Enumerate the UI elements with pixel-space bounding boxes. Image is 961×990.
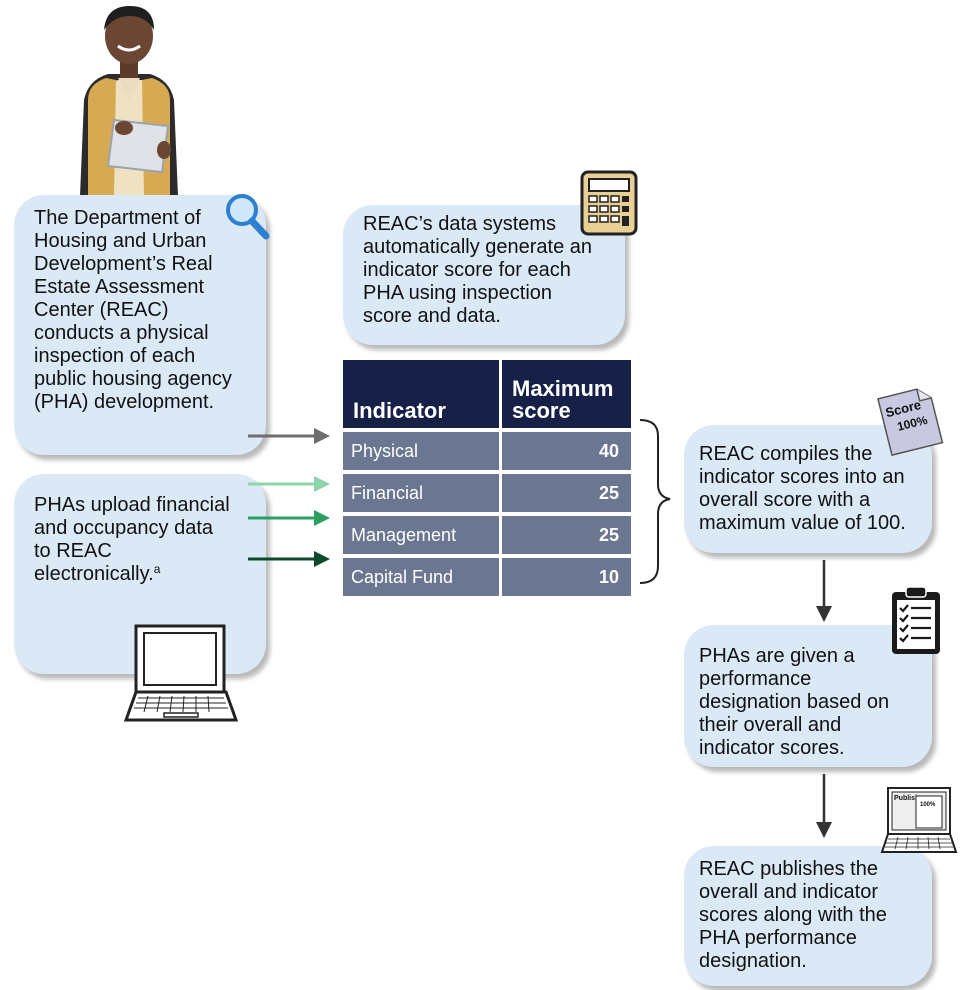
arrow-capital-fund: [248, 551, 330, 567]
publish-scores-step: REAC publishes the overall and indicator…: [684, 846, 932, 986]
table-row: Financial 25: [343, 474, 631, 512]
data-systems-step: REAC’s data systems automatically genera…: [343, 205, 625, 345]
laptop-icon: [124, 624, 238, 722]
arrow-management: [248, 510, 330, 526]
publish-scores-text: REAC publishes the overall and indicator…: [699, 858, 887, 972]
indicator-cell: Physical: [343, 432, 499, 470]
indicator-cell: Capital Fund: [343, 558, 499, 596]
clipboard-checklist-icon: [892, 586, 940, 654]
person-icon: [80, 6, 178, 196]
compile-scores-text: REAC compiles the indicator scores into …: [699, 443, 906, 534]
grouping-brace: [639, 419, 671, 584]
footnote-marker: a: [153, 562, 161, 576]
publish-screen-label: Publish: [894, 795, 919, 802]
arrow-physical: [248, 428, 330, 444]
data-systems-text: REAC’s data systems automatically genera…: [363, 213, 593, 327]
performance-designation-step: PHAs are given a performance designation…: [684, 625, 932, 767]
indicator-score-table: Indicator Maximum score Physical 40 Fina…: [343, 356, 631, 600]
arrow-financial: [248, 476, 330, 492]
publish-laptop-icon: Publish 100%: [880, 787, 958, 853]
indicator-cell: Financial: [343, 474, 499, 512]
performance-designation-text: PHAs are given a performance designation…: [699, 645, 890, 759]
indicator-column-header: Indicator: [343, 360, 499, 428]
indicator-cell: Management: [343, 516, 499, 554]
table-row: Physical 40: [343, 432, 631, 470]
max-score-cell: 25: [499, 516, 631, 554]
magnifier-icon: [226, 194, 270, 240]
score-sheet-icon: Score 100%: [877, 388, 944, 456]
table-header-row: Indicator Maximum score: [343, 360, 631, 428]
arrow-to-publish: [816, 774, 832, 838]
maximum-score-column-header: Maximum score: [499, 360, 631, 428]
calculator-icon: [580, 170, 638, 236]
max-score-cell: 10: [499, 558, 631, 596]
max-score-cell: 25: [499, 474, 631, 512]
reac-inspection-step: The Department of Housing and Urban Deve…: [14, 195, 266, 455]
arrow-to-designation: [816, 560, 832, 622]
table-row: Capital Fund 10: [343, 558, 631, 596]
table-row: Management 25: [343, 516, 631, 554]
publish-screen-percent: 100%: [920, 802, 936, 808]
reac-inspection-text: The Department of Housing and Urban Deve…: [34, 207, 232, 413]
max-score-cell: 40: [499, 432, 631, 470]
pha-upload-text: PHAs upload financial and occupancy data…: [34, 494, 230, 585]
